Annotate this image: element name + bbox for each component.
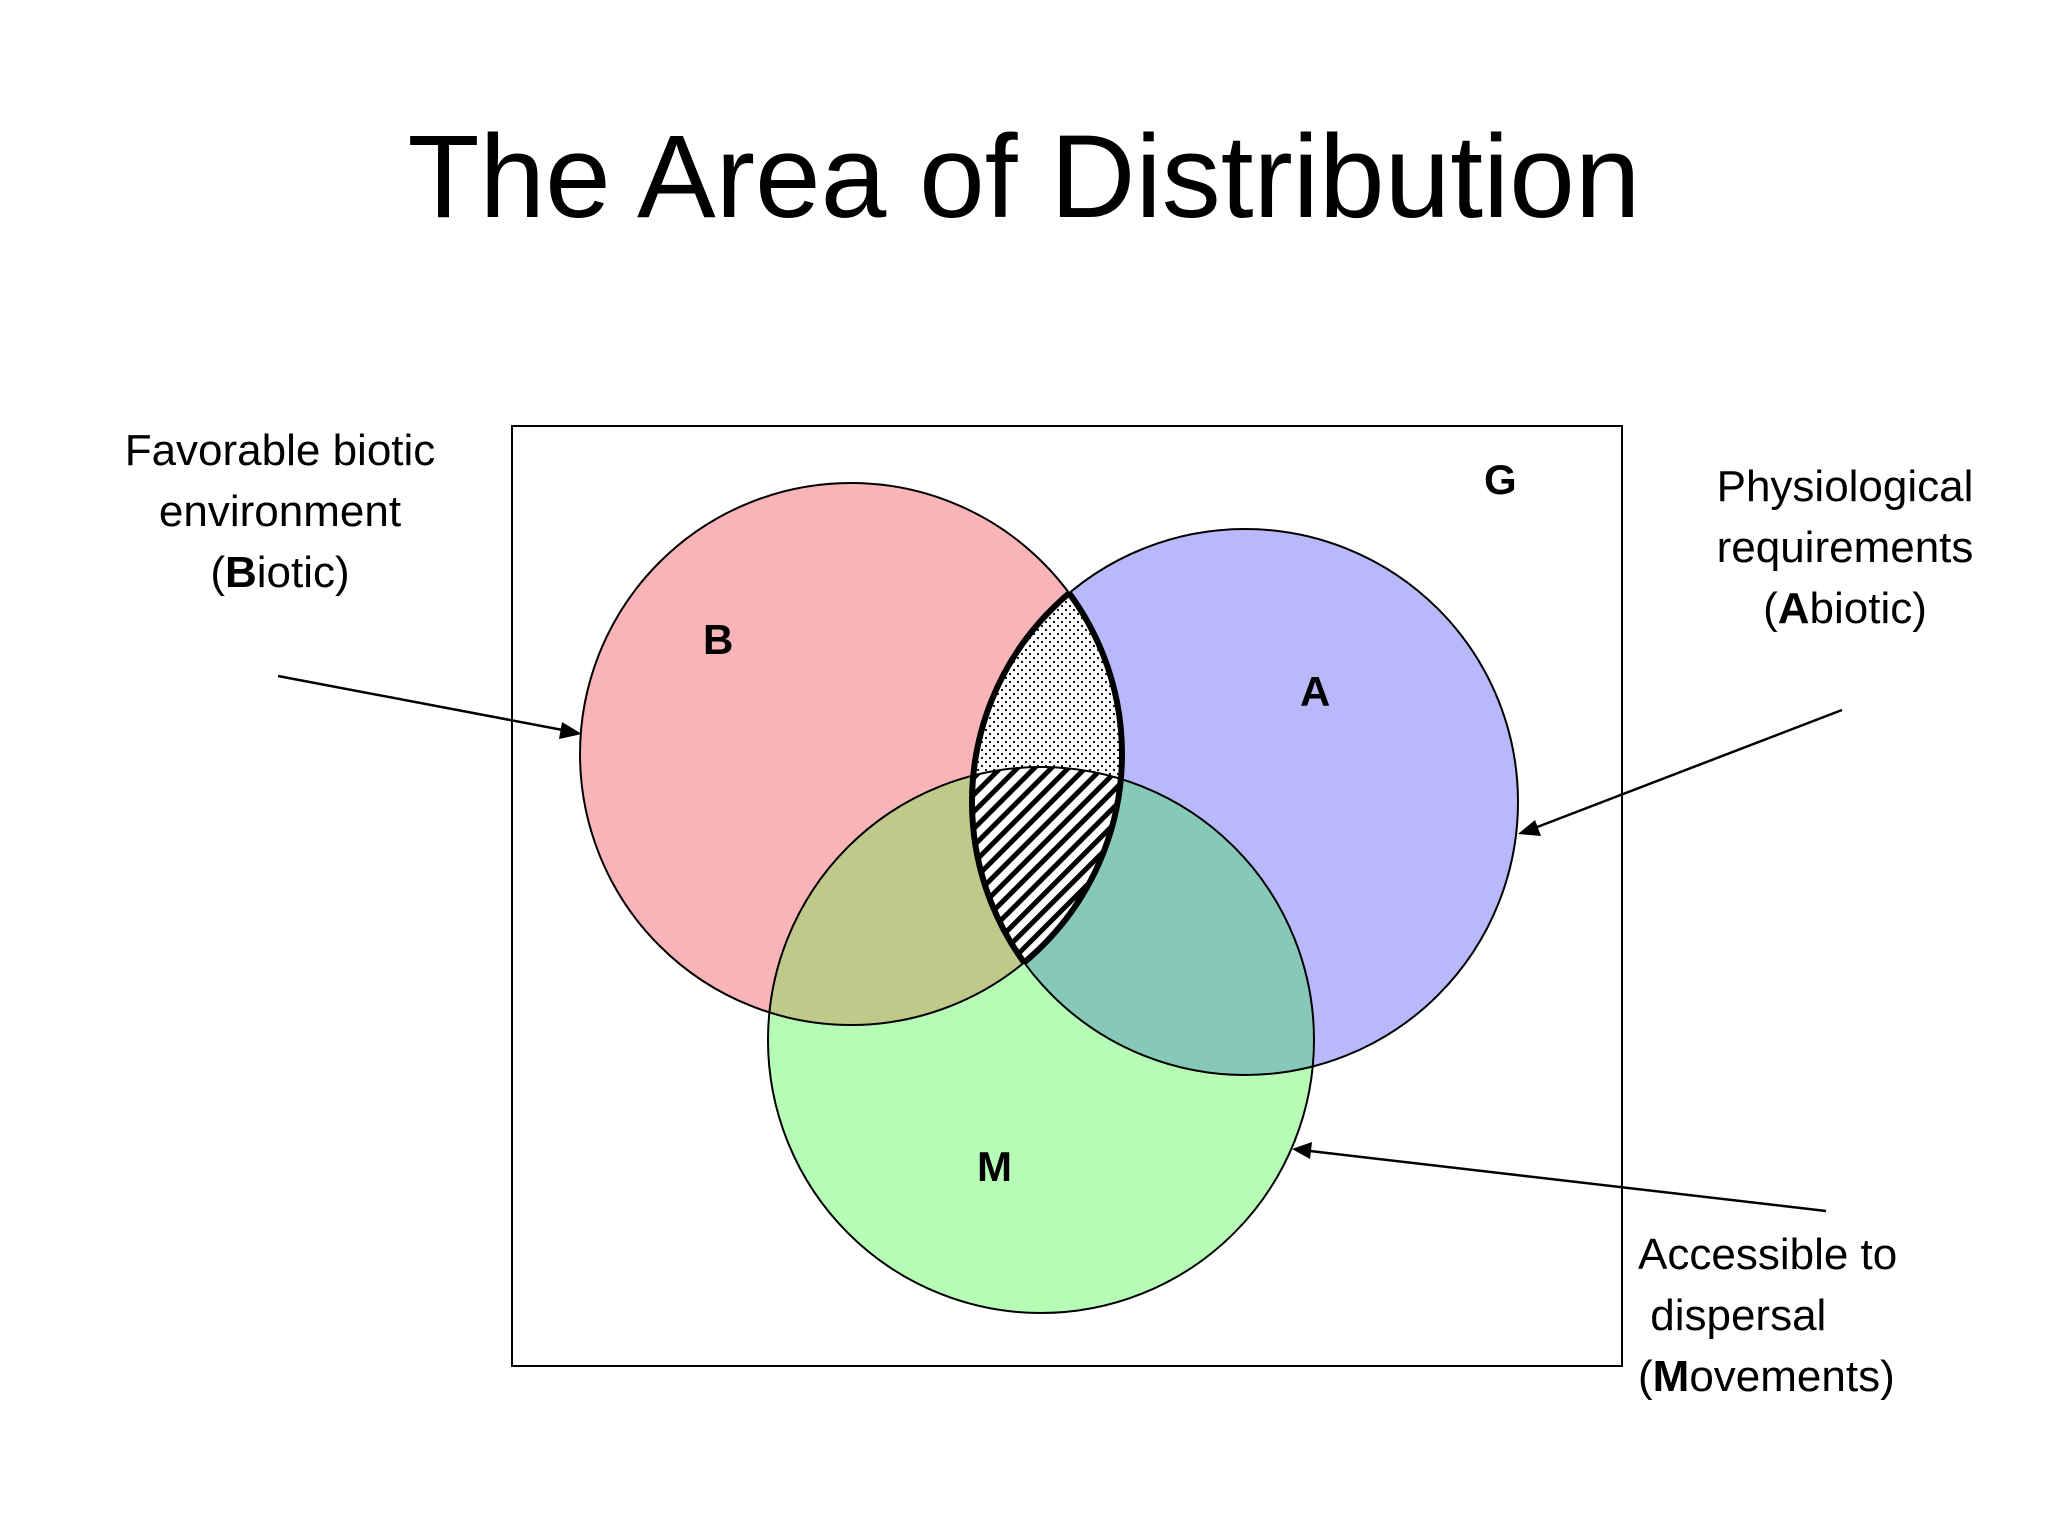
movements-rest: ovements) xyxy=(1689,1352,1895,1401)
abiotic-line-1: Physiological xyxy=(1716,462,1974,511)
biotic-line-3: (Biotic) xyxy=(80,542,480,603)
movements-line-1: Accessible to xyxy=(1638,1230,1898,1279)
arrow-movements xyxy=(1292,1142,1827,1213)
arrow-abiotic xyxy=(1518,708,1843,836)
slide-title: The Area of Distribution xyxy=(407,111,1641,243)
movements-paren: ( xyxy=(1638,1352,1653,1401)
abiotic-description: Physiological requirements (Abiotic) xyxy=(1680,456,2010,639)
biotic-line-2: environment xyxy=(158,487,402,536)
label-m: M xyxy=(977,1143,1012,1190)
abiotic-rest: biotic) xyxy=(1809,584,1927,633)
movements-line-3: (Movements) xyxy=(1638,1346,1998,1407)
biotic-emphasis: B xyxy=(224,548,257,597)
abiotic-emphasis: A xyxy=(1777,584,1810,633)
biotic-line-1: Favorable biotic xyxy=(124,426,436,475)
biotic-paren: ( xyxy=(210,548,225,597)
biotic-abiotic-bold-edge-2 xyxy=(969,526,1122,1025)
biotic-description: Favorable biotic environment (Biotic) xyxy=(80,420,480,603)
label-b: B xyxy=(703,616,734,663)
arrow-biotic xyxy=(277,674,582,739)
abiotic-line-2: requirements xyxy=(1716,523,1974,572)
movements-description: Accessible to dispersal (Movements) xyxy=(1638,1224,1998,1407)
movements-emphasis: M xyxy=(1652,1352,1690,1401)
biotic-abiotic-bold-edge-1 xyxy=(972,529,1125,1028)
label-g: G xyxy=(1484,456,1517,503)
movements-circle-outline xyxy=(767,766,1315,1314)
abiotic-paren: ( xyxy=(1763,584,1778,633)
movements-line-2: dispersal xyxy=(1638,1291,1827,1340)
abiotic-line-3: (Abiotic) xyxy=(1680,578,2010,639)
label-a: A xyxy=(1300,668,1331,715)
biotic-rest: iotic) xyxy=(256,548,350,597)
